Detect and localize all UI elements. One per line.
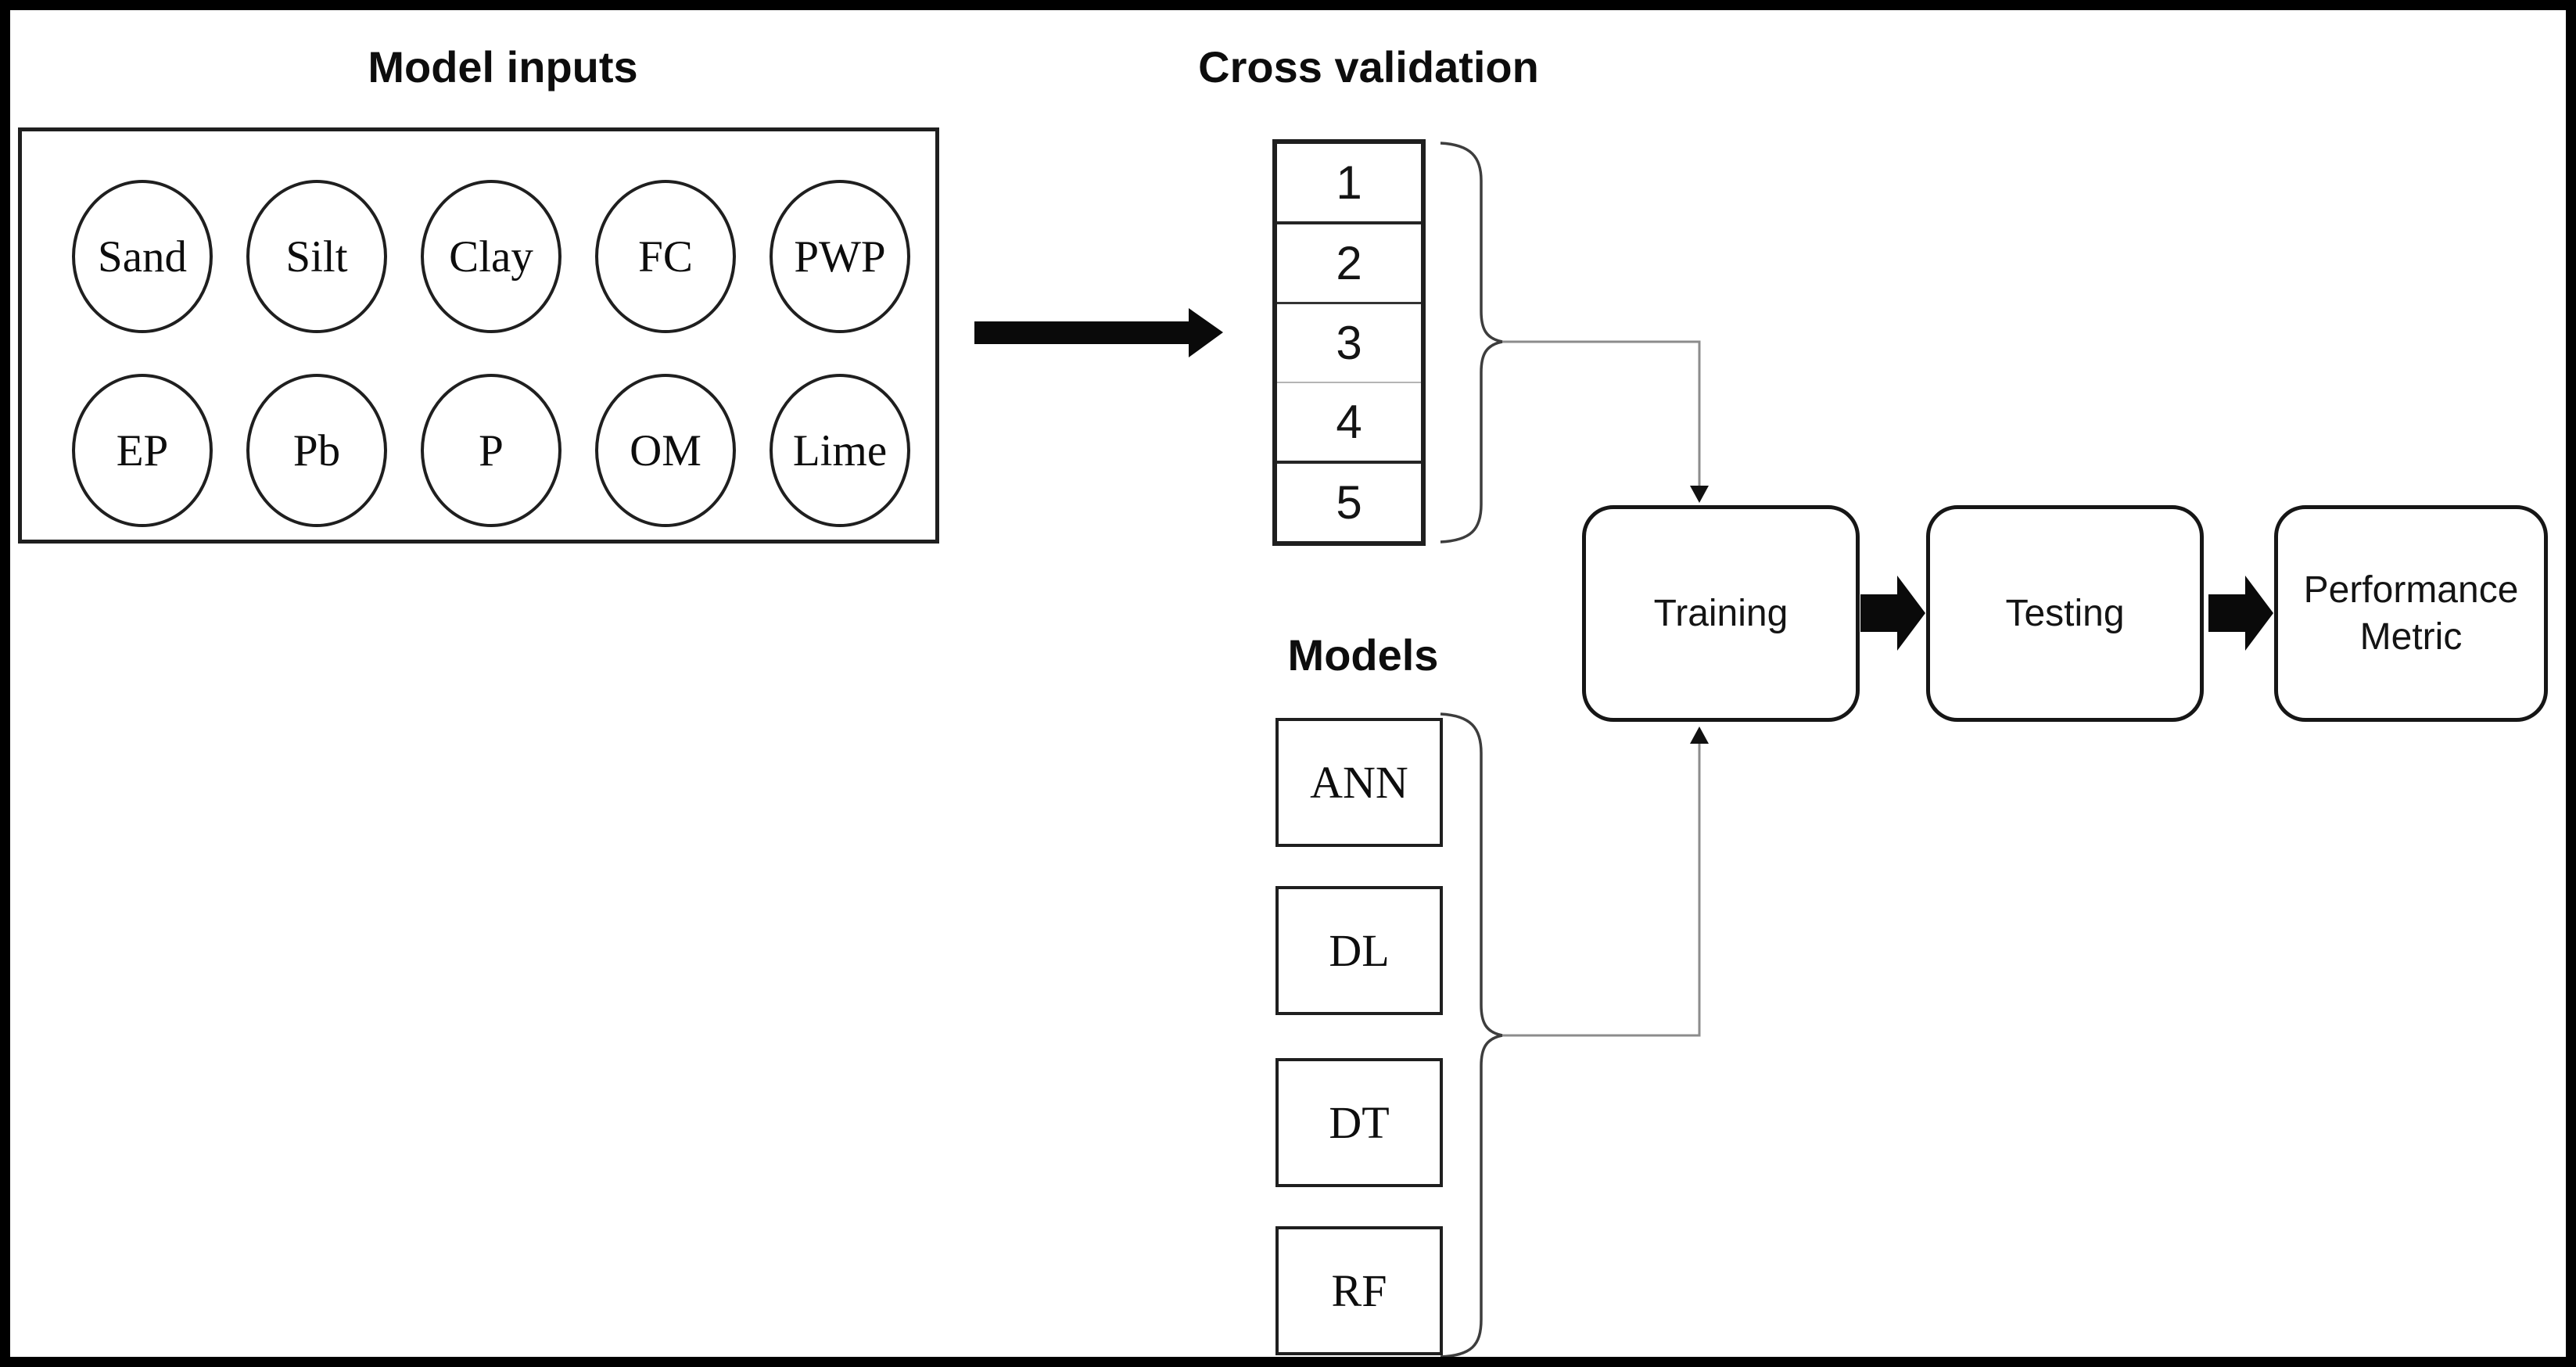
cross-validation-title: Cross validation: [1198, 42, 1539, 91]
cv-fold-2: 2: [1277, 221, 1421, 302]
models-group-brace-icon: [1440, 712, 1503, 1357]
performance-metric-box: Performance Metric: [2274, 505, 2548, 722]
input-node-silt: Silt: [246, 180, 387, 333]
model-box-dl: DL: [1275, 886, 1443, 1015]
training-box: Training: [1582, 505, 1860, 722]
input-node-clay: Clay: [421, 180, 561, 333]
input-node-pwp: PWP: [770, 180, 910, 333]
models-to-training-arrowhead-icon: [1690, 727, 1709, 744]
input-node-pb: Pb: [246, 374, 387, 527]
models-to-training-connector: [1502, 744, 1701, 1037]
model-inputs-title: Model inputs: [368, 42, 638, 91]
input-node-ep: EP: [72, 374, 213, 527]
model-box-dt: DT: [1275, 1058, 1443, 1187]
cross-validation-fold-stack: 1 2 3 4 5: [1272, 139, 1426, 546]
input-node-om: OM: [595, 374, 736, 527]
testing-box: Testing: [1926, 505, 2204, 722]
input-node-lime: Lime: [770, 374, 910, 527]
inputs-to-cv-arrow-icon: [974, 308, 1223, 357]
model-inputs-box: Sand Silt Clay FC PWP EP Pb P OM Lime: [18, 127, 939, 544]
testing-to-metric-arrow-icon: [2208, 576, 2273, 651]
cv-to-training-connector: [1502, 340, 1701, 486]
cv-fold-4: 4: [1277, 382, 1421, 461]
cv-fold-1: 1: [1336, 156, 1362, 209]
cv-to-training-arrowhead-icon: [1690, 486, 1709, 503]
model-box-ann: ANN: [1275, 718, 1443, 847]
cv-fold-5: 5: [1277, 461, 1421, 541]
training-to-testing-arrow-icon: [1860, 576, 1925, 651]
input-node-p: P: [421, 374, 561, 527]
model-box-rf: RF: [1275, 1226, 1443, 1355]
input-node-sand: Sand: [72, 180, 213, 333]
input-node-fc: FC: [595, 180, 736, 333]
cv-fold-3: 3: [1277, 302, 1421, 382]
models-title: Models: [1287, 630, 1439, 680]
cv-group-brace-icon: [1440, 142, 1503, 544]
